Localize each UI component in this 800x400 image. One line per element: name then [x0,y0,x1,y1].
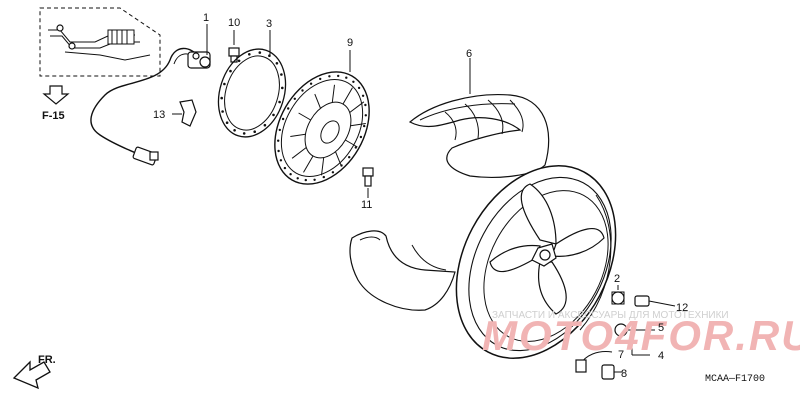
disc-hole [340,164,343,167]
disc-hole [281,117,285,121]
ring-hole [280,73,283,76]
disc-hole [328,75,331,78]
disc-hole [287,107,290,110]
ring-hole [275,62,279,65]
ring-hole [281,86,284,90]
disc-spoke [303,155,314,173]
disc-hole [279,159,283,162]
disc-spoke [331,84,335,103]
disc-hole [293,97,296,101]
disc-spoke [345,139,358,148]
disc-spoke [321,157,325,176]
rear-fender [349,230,456,311]
disc-spoke [350,123,366,127]
disc-hole [277,139,280,142]
ring-hole [272,113,275,117]
ring-hole [268,54,271,57]
callout-1: 1 [203,12,209,24]
disc-hole [352,80,355,84]
ring-hole [237,59,241,63]
diagram-code: MCAA—F1700 [705,374,765,385]
disc-hole [354,146,357,149]
callout-3: 3 [266,18,272,30]
direction-arrow: FR. [12,354,56,390]
tire [408,58,550,178]
disc-spoke [298,112,311,121]
disc-hole [283,166,287,170]
disc-hole [319,77,322,81]
callout-6: 6 [466,48,472,60]
ring-hole [221,110,224,113]
disc-hole [278,128,281,132]
callout-7: 7 [618,349,624,361]
disc-hole [277,149,280,153]
callout-12: 12 [676,302,688,314]
disc-hole [304,178,307,182]
speed-sensor [90,24,211,166]
callout-11: 11 [361,199,372,211]
callouts: 1 2 3 4 5 6 7 8 9 10 11 12 13 [153,12,688,380]
ring-hole [233,129,236,132]
disc-hole [296,177,299,180]
ring-hole [242,132,246,135]
disc-hole [364,114,367,117]
disc-hole [301,89,304,92]
callout-5: 5 [658,322,664,334]
disc-spoke [342,87,353,105]
disc-hole [309,82,313,85]
disc-hole [361,94,365,98]
ring-hole [263,123,267,127]
ring-hole [248,53,251,56]
ring-hole [229,69,232,73]
callout-9: 9 [347,37,353,49]
watermark-brand: MOTO4FOR.RU [482,312,800,359]
rear-wheel [455,165,617,359]
callout-10: 10 [228,17,240,29]
direction-label: FR. [38,354,56,366]
callout-13: 13 [153,109,165,121]
disc-hole [359,135,363,139]
ring-hole [253,130,256,133]
ring-hole [220,96,223,100]
clip-13 [172,99,197,127]
pulser-ring [217,30,287,138]
disc-hole [322,175,325,179]
disc-hole [357,86,361,90]
callout-8: 8 [621,368,627,380]
reference-label: F-15 [42,110,65,122]
disc-spoke [290,133,306,137]
disc-hole [348,156,351,159]
disc-hole [345,76,348,79]
disc-hole [364,103,367,107]
reference-arrow: F-15 [42,85,70,122]
callout-4: 4 [658,350,664,362]
watermark: MOTO4FOR.RU ЗАПЧАСТИ И АКСЕССУАРЫ ДЛЯ МО… [482,310,800,359]
disc-hole [289,173,292,176]
disc-hole [331,171,335,174]
valve-parts [575,285,676,380]
ring-hole [278,100,281,104]
ring-hole [223,82,226,86]
brake-disc [274,50,370,185]
disc-spoke [314,93,321,109]
disc-hole [337,74,340,78]
bolt-11 [362,167,374,198]
watermark-tagline: ЗАПЧАСТИ И АКСЕССУАРЫ ДЛЯ МОТОТЕХНИКИ [492,310,729,321]
ring-hole [258,51,262,54]
disc-hole [313,178,316,181]
harness-inset [39,7,161,77]
ring-hole [225,121,229,124]
disc-spoke [349,101,365,113]
callout-2: 2 [614,273,620,285]
disc-spoke [291,147,307,159]
disc-hole [363,124,366,128]
disc-spoke [335,151,342,167]
